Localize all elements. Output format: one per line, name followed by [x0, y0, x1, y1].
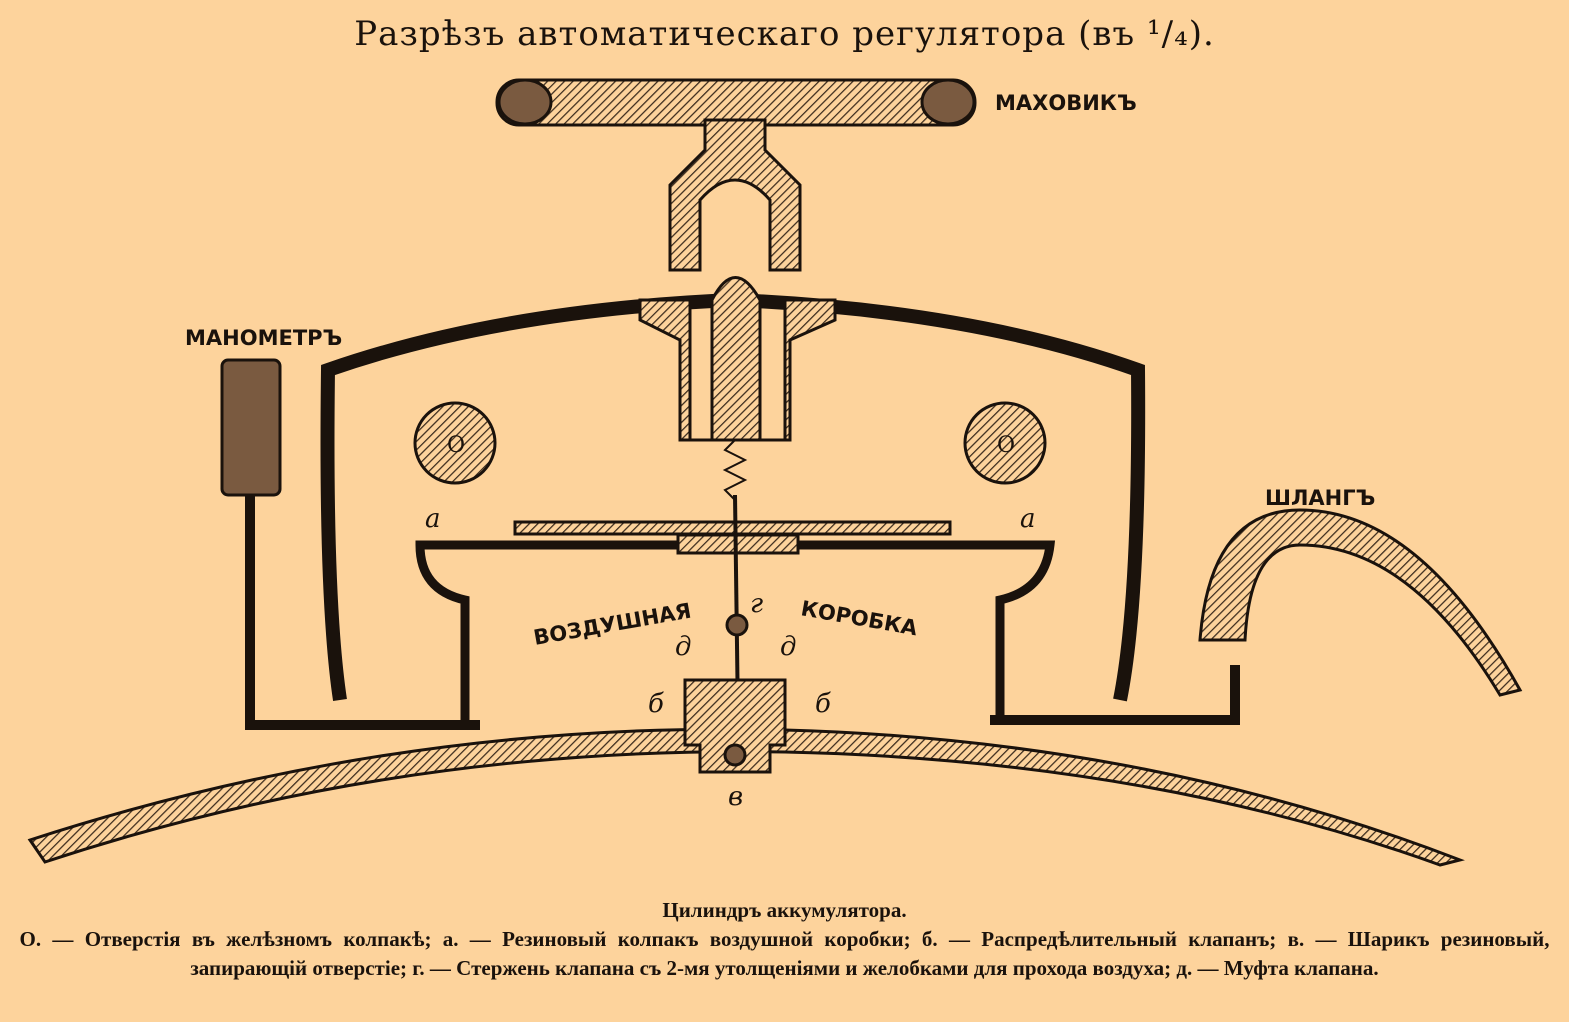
valve-stem-bulge — [725, 613, 749, 637]
label-g: г — [750, 589, 763, 619]
label-b-right: б — [815, 689, 831, 719]
label-manometer: МАНОМЕТРЪ — [185, 326, 342, 350]
bonnet — [668, 118, 802, 272]
handwheel-bar — [495, 78, 977, 127]
manometer — [220, 358, 282, 497]
handwheel-end-left — [497, 78, 553, 126]
label-hose: ШЛАНГЪ — [1265, 486, 1375, 510]
label-a-right: а — [1020, 504, 1036, 534]
label-d-right: д — [780, 632, 796, 662]
hose-tube — [990, 665, 1240, 725]
label-air: ВОЗДУШНАЯ — [532, 599, 693, 650]
caption-heading: Цилиндръ аккумулятора. — [662, 898, 907, 922]
label-b-left: б — [648, 689, 664, 719]
hole-right — [963, 401, 1047, 485]
accumulator-cylinder — [27, 727, 1465, 867]
caption-legend: О. — Отверстія въ желѣзномъ колпакѣ; а. … — [19, 927, 1550, 980]
rubber-cap-plate — [513, 520, 952, 536]
handwheel-end-right — [920, 78, 976, 126]
distribution-valve — [683, 678, 787, 774]
label-o-left: О — [447, 433, 465, 458]
hose — [1198, 508, 1523, 697]
diagram-title: Разрѣзъ автоматическаго регулятора (въ ¹… — [354, 14, 1215, 54]
label-v: в — [728, 782, 743, 812]
spring-housing — [638, 276, 837, 442]
label-d-left: д — [675, 632, 691, 662]
manometer-tube — [245, 495, 480, 730]
label-box: КОРОБКА — [799, 596, 920, 640]
label-a-left: а — [425, 504, 441, 534]
hole-left — [413, 401, 497, 485]
rubber-ball — [723, 743, 747, 767]
figure-caption: Цилиндръ аккумулятора. О. — Отверстія въ… — [0, 898, 1569, 983]
label-handwheel: МАХОВИКЪ — [995, 91, 1137, 115]
spring — [722, 439, 748, 501]
label-o-right: О — [997, 433, 1015, 458]
diaphragm-plate — [676, 533, 800, 555]
